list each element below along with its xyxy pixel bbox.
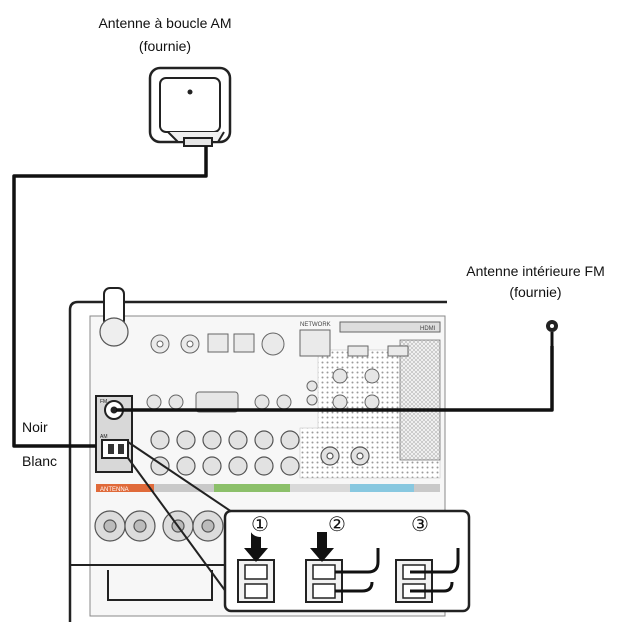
color-section-strip: [96, 484, 440, 492]
fm-jack-label: FM: [100, 399, 107, 405]
black-wire-label: Noir: [22, 419, 48, 435]
step-3-terminal: [395, 548, 460, 603]
step-2-terminal: [305, 532, 380, 603]
step-number-1: ①: [249, 515, 271, 537]
network-label: NETWORK: [300, 322, 331, 328]
press-arrow-icon: [244, 532, 268, 562]
fm-antenna-title: Antenne intérieure FM: [466, 263, 605, 279]
hdmi-label: HDMI: [420, 326, 436, 332]
am-terminal-label: AM: [100, 434, 108, 440]
step-number-2: ②: [326, 515, 348, 537]
inset-detail: [223, 509, 471, 613]
fm-indoor-antenna: [116, 320, 558, 412]
fm-antenna-cable: [124, 346, 554, 412]
am-antenna-title: Antenne à boucle AM: [98, 15, 232, 31]
am-terminal[interactable]: [101, 439, 129, 459]
step-number-3: ③: [409, 515, 431, 537]
am-antenna-subtitle: (fournie): [138, 38, 192, 54]
fm-antenna-subtitle: (fournie): [509, 284, 562, 300]
am-antenna-label: Antenne à boucle AM (fournie): [60, 14, 270, 55]
am-antenna-cable: [12, 146, 208, 448]
fm-antenna-label: Antenne intérieure FM (fournie): [448, 262, 623, 301]
white-wire-label: Blanc: [22, 453, 58, 469]
step-1-terminal: [237, 532, 275, 603]
rca-ports: [150, 430, 370, 476]
press-arrow-icon: [310, 532, 334, 562]
am-loop-antenna: [148, 66, 232, 147]
middle-ports: [146, 368, 380, 413]
speaker-terminals: [94, 510, 224, 542]
top-ports: [150, 321, 441, 357]
antenna-section-label: ANTENNA: [100, 487, 129, 493]
zoom-callout-lines: [127, 441, 233, 601]
